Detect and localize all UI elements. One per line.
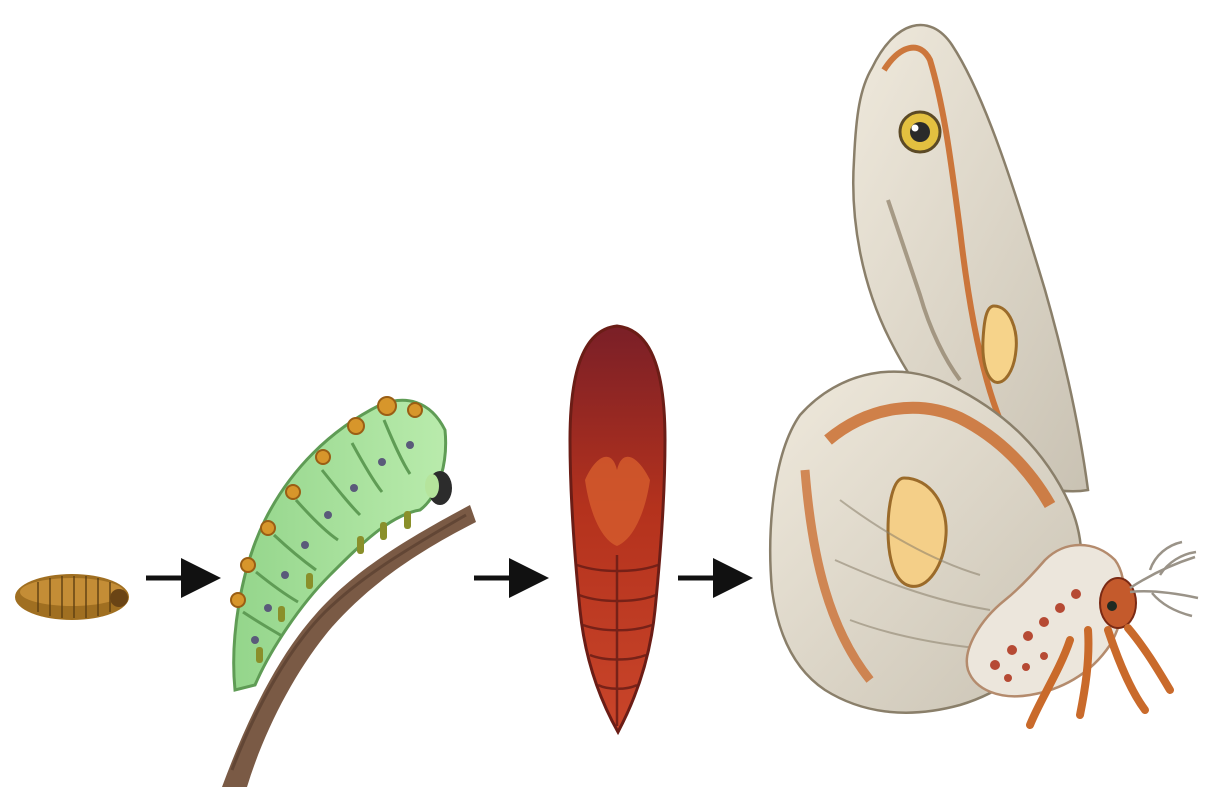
stage-larva-early xyxy=(15,574,129,620)
stage-pupa xyxy=(570,326,665,732)
stage-adult-moth xyxy=(770,25,1198,725)
moth-illustration xyxy=(770,25,1198,725)
stage-caterpillar xyxy=(222,397,476,787)
pupa-illustration xyxy=(570,326,665,732)
small-larva-illustration xyxy=(15,574,129,620)
